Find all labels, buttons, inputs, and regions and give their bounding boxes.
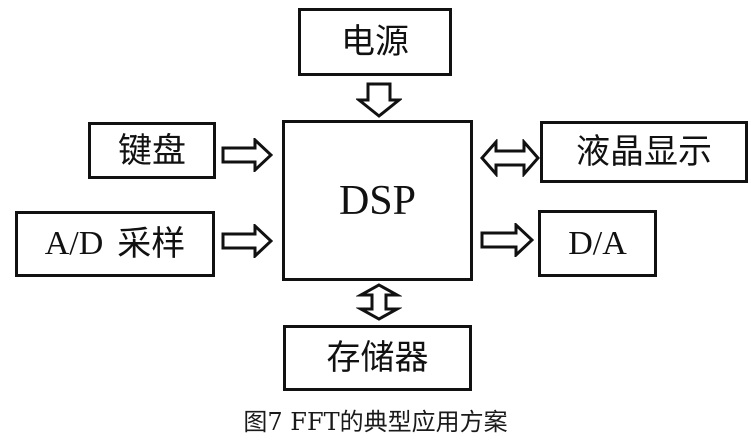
adc-label-suffix: 采样 <box>117 224 186 264</box>
arrow-right-icon <box>221 138 273 172</box>
lcd-display-block: 液晶显示 <box>540 121 748 183</box>
arrow-down-icon <box>356 82 402 118</box>
dac-label: D/A <box>568 224 627 262</box>
power-supply-label: 电源 <box>341 22 409 62</box>
dsp-memory-bidirectional-arrow <box>356 283 402 321</box>
power-to-dsp-arrow <box>356 82 402 118</box>
keyboard-label: 键盘 <box>118 130 186 171</box>
keyboard-block: 键盘 <box>88 122 216 179</box>
arrow-right-icon <box>221 224 273 258</box>
lcd-display-label: 液晶显示 <box>576 132 712 172</box>
dsp-lcd-bidirectional-arrow <box>480 139 540 177</box>
memory-block: 存储器 <box>283 325 472 391</box>
keyboard-to-dsp-arrow <box>221 138 273 172</box>
dsp-block: DSP <box>282 120 473 281</box>
adc-to-dsp-arrow <box>221 224 273 258</box>
dac-block: D/A <box>538 210 657 277</box>
memory-label: 存储器 <box>326 338 429 378</box>
power-supply-block: 电源 <box>298 8 452 76</box>
dsp-label: DSP <box>338 177 417 224</box>
adc-sampling-block: A/D 采样 <box>15 211 215 277</box>
figure-caption: 图7 FFT的典型应用方案 <box>243 408 508 436</box>
dsp-to-dac-arrow <box>480 223 534 257</box>
adc-label-prefix: A/D <box>44 225 104 262</box>
arrow-left-right-icon <box>480 139 540 177</box>
arrow-right-icon <box>480 223 534 257</box>
arrow-up-down-icon <box>356 283 402 321</box>
